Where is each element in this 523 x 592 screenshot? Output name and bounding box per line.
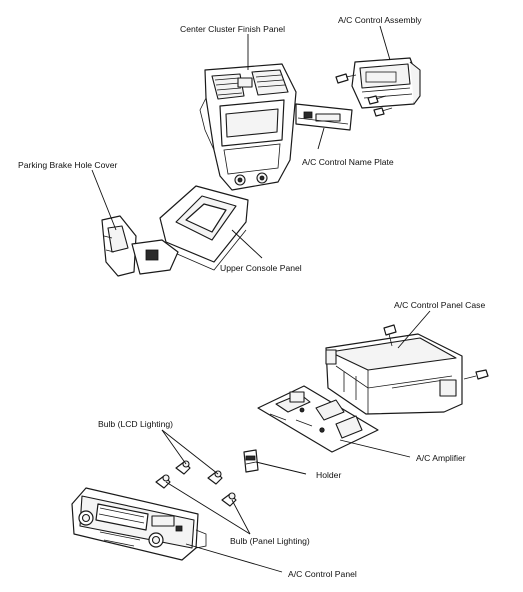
ac-amplifier	[257, 385, 379, 453]
label-ac-control-assembly: A/C Control Assembly	[338, 15, 422, 25]
label-holder: Holder	[316, 470, 341, 480]
holder	[243, 449, 259, 473]
screw-icon	[335, 73, 357, 84]
bulb-icon	[175, 460, 191, 475]
label-center-cluster-finish-panel: Center Cluster Finish Panel	[180, 24, 285, 34]
bulb-icon	[221, 492, 237, 507]
label-parking-brake-hole-cover: Parking Brake Hole Cover	[18, 160, 117, 170]
label-ac-control-panel: A/C Control Panel	[288, 569, 357, 579]
bulb-icon	[207, 470, 223, 485]
label-ac-control-name-plate: A/C Control Name Plate	[302, 157, 394, 167]
label-ac-control-panel-case: A/C Control Panel Case	[394, 300, 485, 310]
bulb-icon	[155, 474, 171, 489]
label-bulb-lcd-lighting: Bulb (LCD Lighting)	[98, 419, 173, 429]
ac-control-panel-case	[325, 333, 463, 415]
center-cluster-finish-panel	[199, 63, 297, 191]
screw-icon	[373, 107, 393, 117]
ac-control-name-plate	[295, 103, 353, 131]
screw-icon	[383, 324, 397, 347]
label-bulb-panel-lighting: Bulb (Panel Lighting)	[230, 536, 310, 546]
upper-console-panel	[159, 185, 249, 271]
screw-icon	[367, 95, 387, 105]
ac-control-panel	[71, 487, 207, 561]
parking-brake-hole-cover	[101, 215, 179, 277]
leader-lines	[91, 25, 431, 573]
screw-icon	[463, 369, 489, 380]
ac-control-assembly	[351, 57, 421, 109]
label-ac-amplifier: A/C Amplifier	[416, 453, 466, 463]
label-upper-console-panel: Upper Console Panel	[220, 263, 302, 273]
